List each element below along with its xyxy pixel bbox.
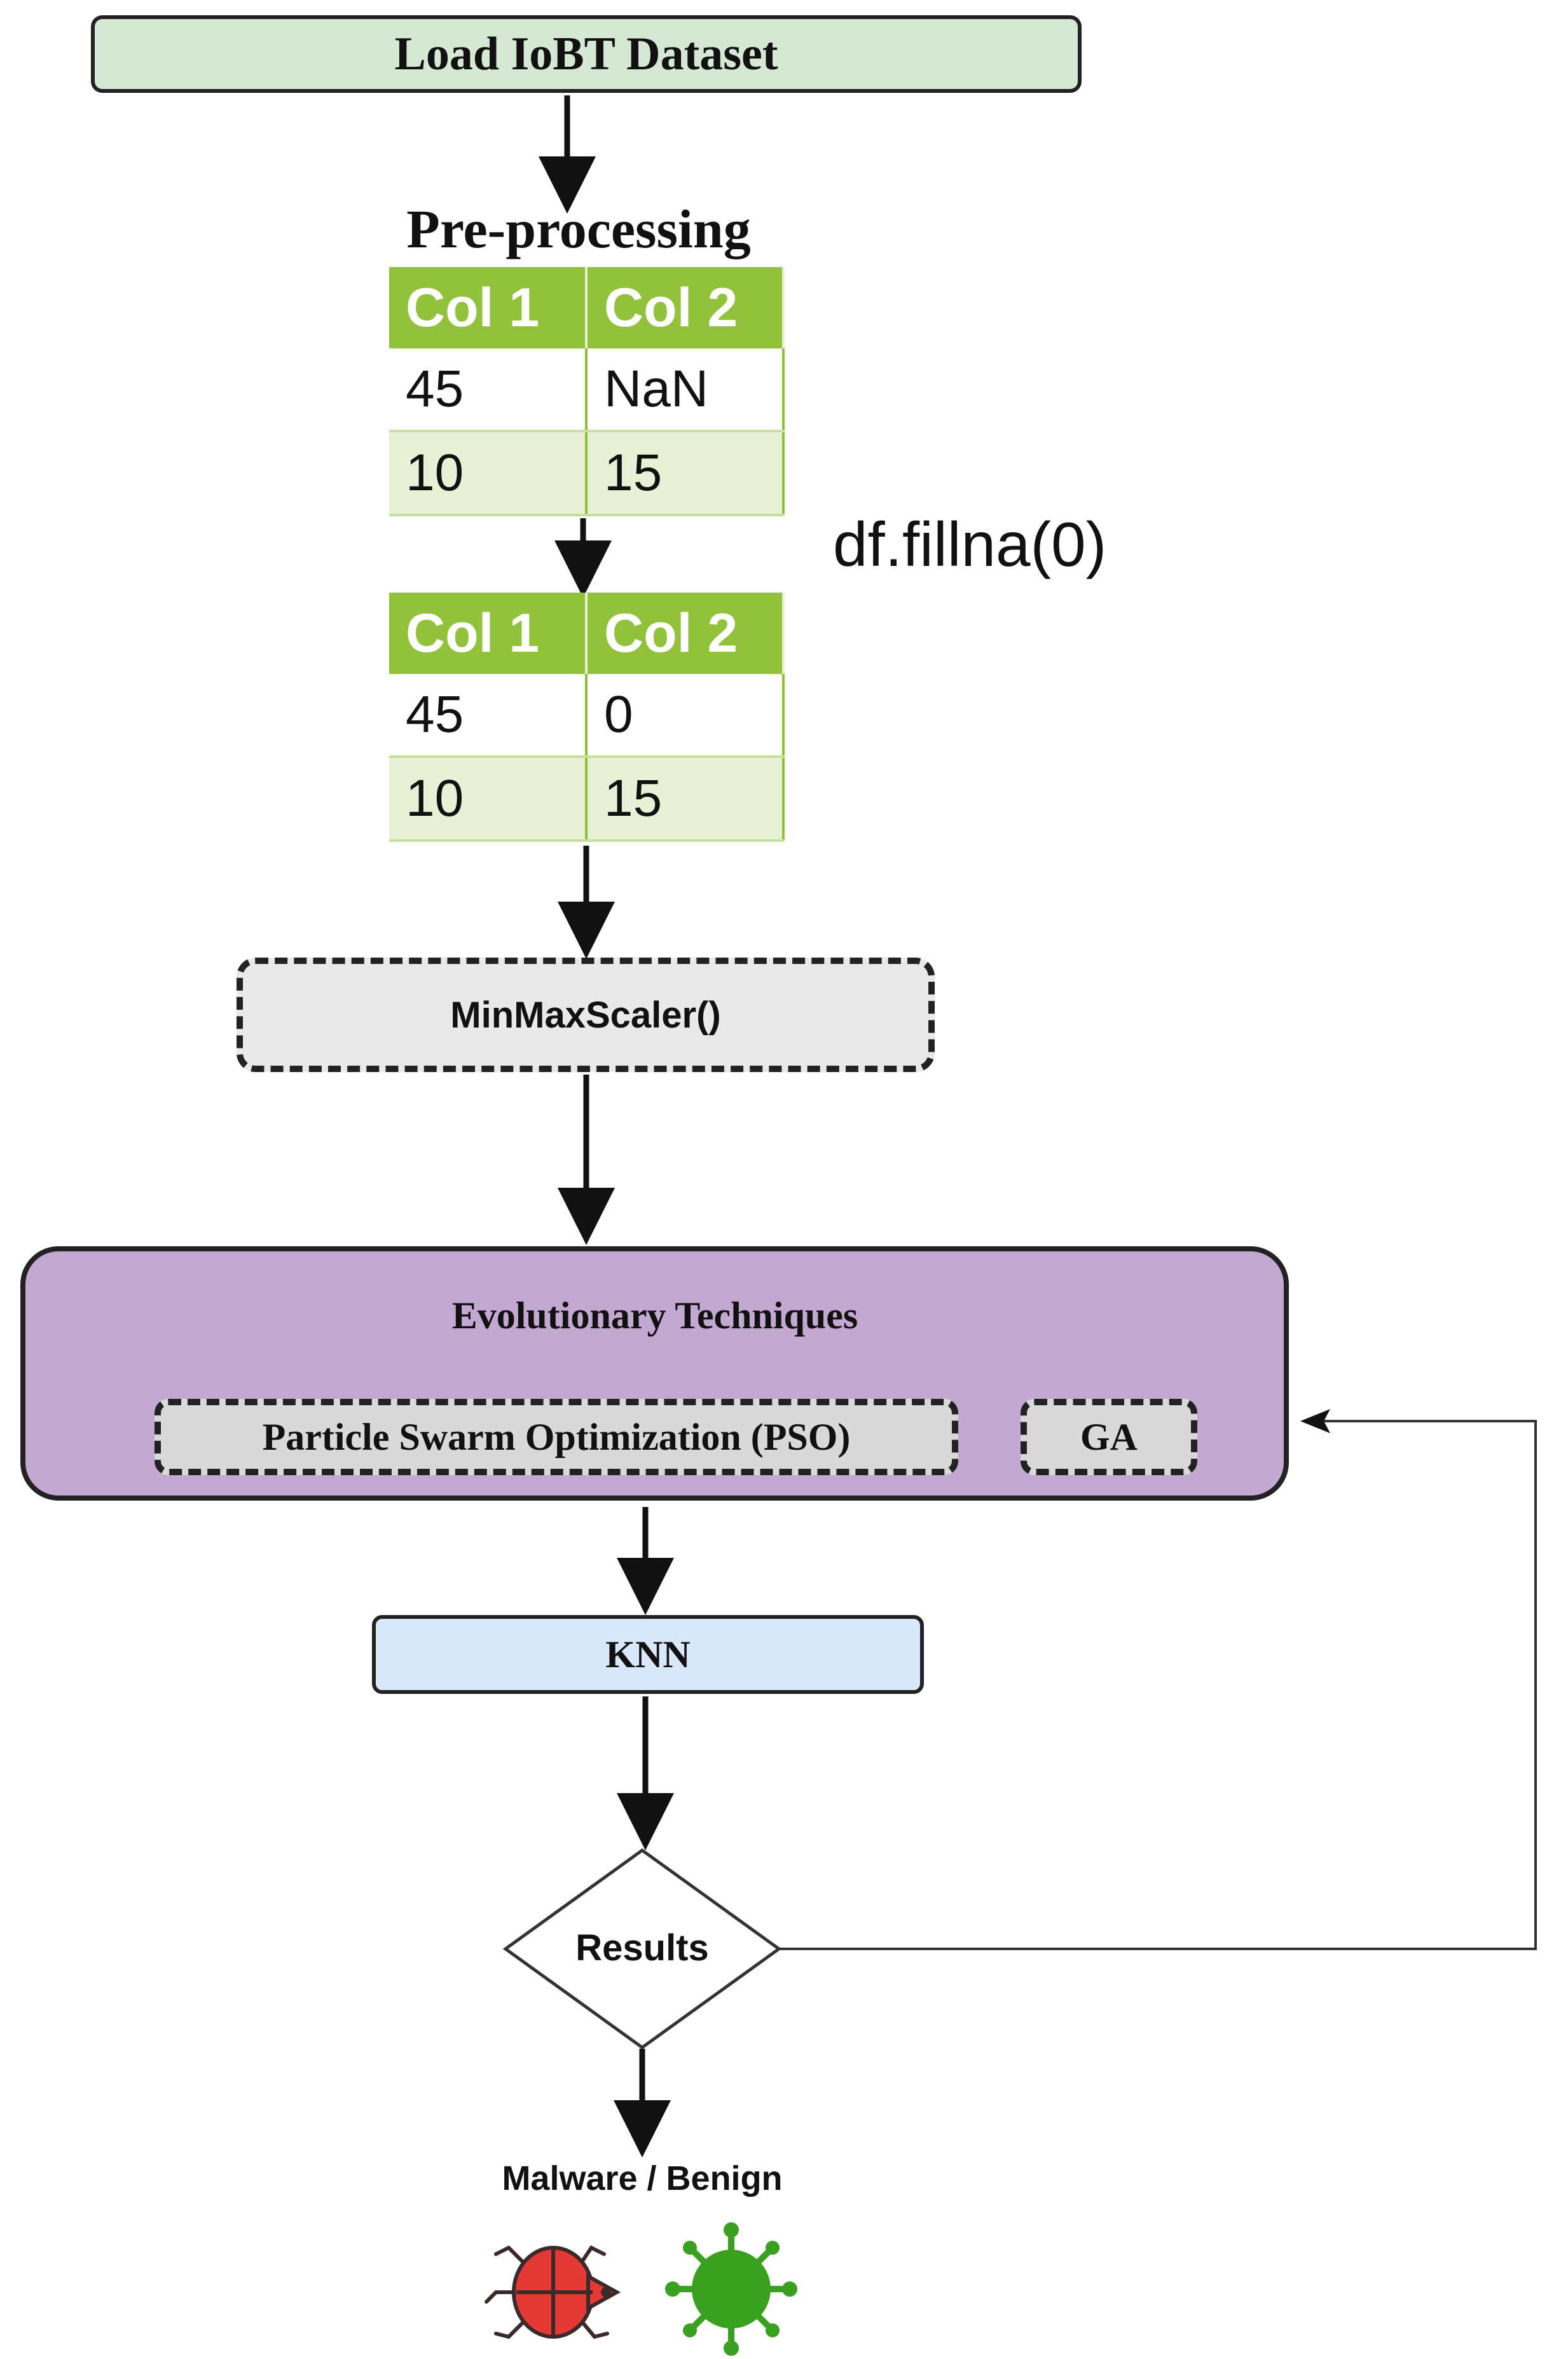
load-dataset-box: Load IoBT Dataset — [91, 15, 1082, 93]
minmax-scaler-label: MinMaxScaler() — [450, 994, 721, 1036]
benign-virus-icon — [665, 2222, 797, 2356]
ga-method-box: GA — [1021, 1399, 1197, 1475]
outcome-label: Malware / Benign — [502, 2159, 783, 2197]
table-row: 45 NaN — [389, 348, 785, 432]
knn-classifier-box: KNN — [372, 1615, 924, 1694]
table-header-cell: Col 1 — [389, 267, 588, 348]
table-before-fillna: Col 1 Col 2 45 NaN 10 15 — [389, 267, 785, 516]
table-row: 10 15 — [389, 757, 785, 842]
table-cell: 10 — [389, 431, 588, 516]
table-cell: NaN — [586, 348, 785, 432]
table-header-cell: Col 2 — [586, 593, 785, 674]
table-header-cell: Col 1 — [389, 593, 588, 674]
minmax-scaler-box: MinMaxScaler() — [237, 958, 935, 1072]
results-decision-diamond — [502, 1848, 782, 2050]
table-cell: 15 — [586, 431, 785, 516]
ga-method-label: GA — [1080, 1415, 1138, 1458]
feedback-loop-line — [779, 1420, 1537, 1950]
table-cell: 0 — [586, 674, 785, 758]
table-after-fillna: Col 1 Col 2 45 0 10 15 — [389, 593, 785, 842]
fillna-operation-label: df.fillna(0) — [833, 509, 1107, 579]
evolutionary-techniques-title: Evolutionary Techniques — [451, 1295, 858, 1337]
table-header-cell: Col 2 — [586, 267, 785, 348]
knn-classifier-label: KNN — [605, 1633, 691, 1675]
table-cell: 45 — [389, 674, 588, 758]
table-row: 10 15 — [389, 431, 785, 516]
results-decision-label: Results — [575, 1927, 709, 1969]
table-row: 45 0 — [389, 674, 785, 758]
preprocessing-title: Pre-processing — [406, 198, 751, 259]
pso-method-box: Particle Swarm Optimization (PSO) — [155, 1399, 958, 1475]
table-cell: 10 — [389, 757, 588, 842]
table-cell: 15 — [586, 757, 785, 842]
table-cell: 45 — [389, 348, 588, 432]
pso-method-label: Particle Swarm Optimization (PSO) — [262, 1415, 851, 1458]
malware-bug-icon — [485, 2245, 621, 2339]
load-dataset-label: Load IoBT Dataset — [394, 27, 778, 80]
feedback-loop-arrowhead — [1300, 1409, 1330, 1433]
